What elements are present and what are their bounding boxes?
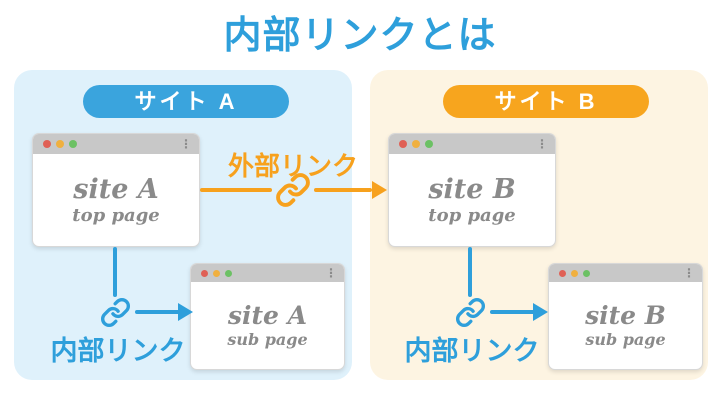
internal-link-label: 内部リンク: [50, 336, 186, 366]
kebab-menu-icon: ⋮: [180, 137, 192, 151]
green-dot-icon: [225, 269, 232, 277]
internal-link-line: [490, 310, 535, 314]
window-content: site A top page: [33, 154, 199, 246]
window-content: site A sub page: [191, 282, 344, 369]
external-link-label: 外部リンク: [227, 151, 359, 181]
site-name: site A: [73, 173, 159, 205]
internal-link-line: [135, 310, 180, 314]
chain-link-icon: [275, 172, 311, 208]
chain-link-icon: [455, 297, 486, 328]
red-dot-icon: [201, 269, 208, 277]
red-dot-icon: [399, 140, 407, 148]
internal-link-arrowhead: [178, 303, 193, 321]
site-name: site A: [227, 301, 308, 330]
site-name: site B: [585, 301, 666, 330]
site-a-sub-page-window: ⋮ site A sub page: [190, 263, 345, 370]
site-b-top-page-window: ⋮ site B top page: [388, 133, 556, 247]
chain-link-icon: [100, 297, 131, 328]
yellow-dot-icon: [56, 140, 64, 148]
external-link-arrowhead: [372, 181, 387, 199]
page-title: 内部リンクとは: [223, 15, 497, 57]
green-dot-icon: [583, 269, 590, 277]
kebab-menu-icon: ⋮: [536, 137, 548, 151]
internal-link-label: 内部リンク: [404, 336, 540, 366]
kebab-menu-icon: ⋮: [325, 266, 337, 280]
page-name: sub page: [227, 330, 308, 349]
window-titlebar: ⋮: [191, 264, 344, 282]
internal-link-line: [113, 247, 117, 297]
external-link-line: [314, 188, 372, 192]
site-name: site B: [428, 173, 516, 205]
site-b-badge: サイト B: [443, 85, 649, 118]
red-dot-icon: [559, 269, 566, 277]
yellow-dot-icon: [571, 269, 578, 277]
window-titlebar: ⋮: [549, 264, 702, 282]
kebab-menu-icon: ⋮: [683, 266, 695, 280]
red-dot-icon: [43, 140, 51, 148]
internal-link-arrowhead: [533, 303, 548, 321]
external-link-line: [200, 188, 272, 192]
yellow-dot-icon: [213, 269, 220, 277]
page-name: top page: [72, 204, 160, 226]
site-a-badge: サイト A: [83, 85, 289, 118]
window-titlebar: ⋮: [33, 134, 199, 154]
internal-link-line: [468, 247, 472, 297]
window-content: site B sub page: [549, 282, 702, 369]
site-a-top-page-window: ⋮ site A top page: [32, 133, 200, 247]
page-name: top page: [428, 204, 516, 226]
green-dot-icon: [69, 140, 77, 148]
yellow-dot-icon: [412, 140, 420, 148]
window-content: site B top page: [389, 154, 555, 246]
window-titlebar: ⋮: [389, 134, 555, 154]
green-dot-icon: [425, 140, 433, 148]
page-name: sub page: [585, 330, 666, 349]
site-b-sub-page-window: ⋮ site B sub page: [548, 263, 703, 370]
